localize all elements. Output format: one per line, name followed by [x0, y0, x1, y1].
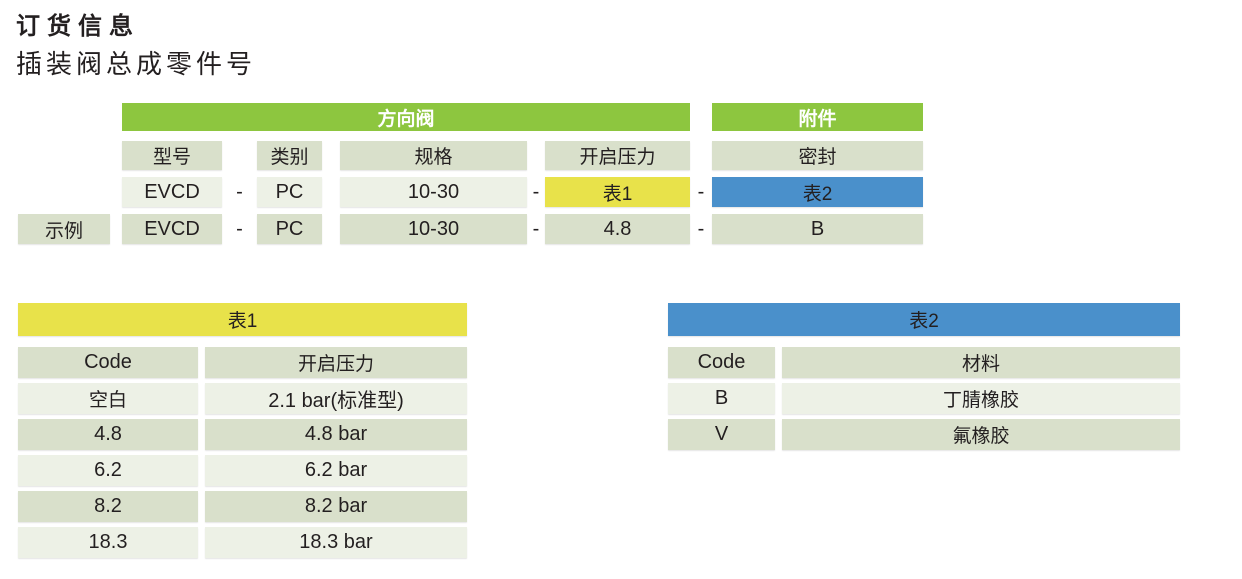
table1-row-code: 空白 [18, 383, 198, 414]
column-header-model: 型号 [122, 141, 222, 170]
table-header-row: Code 材料 [668, 347, 1180, 378]
table1-title: 表1 [18, 303, 467, 336]
code-row-category: PC [257, 177, 322, 207]
column-header-cracking-pressure: 开启压力 [545, 141, 690, 170]
table1-row-value: 2.1 bar(标准型) [205, 383, 467, 414]
table2-seal-material: 表2 Code 材料 B 丁腈橡胶 V 氟橡胶 [668, 303, 1180, 455]
column-header-seal: 密封 [712, 141, 923, 170]
page-title: 订货信息 [16, 13, 140, 40]
table1-row-code: 8.2 [18, 491, 198, 522]
column-header-category: 类别 [257, 141, 322, 170]
column-header-size: 规格 [340, 141, 527, 170]
table-row: 18.3 18.3 bar [18, 527, 467, 558]
example-row-category: PC [257, 214, 322, 244]
table1-cracking-pressure: 表1 Code 开启压力 空白 2.1 bar(标准型) 4.8 4.8 bar… [18, 303, 467, 563]
table2-header-value: 材料 [782, 347, 1180, 378]
code-row-size: 10-30 [340, 177, 527, 207]
table-row: 空白 2.1 bar(标准型) [18, 383, 467, 414]
table1-row-value: 6.2 bar [205, 455, 467, 486]
table1-row-code: 18.3 [18, 527, 198, 558]
separator-dash: - [236, 180, 243, 203]
code-row-seal-table2-ref: 表2 [712, 177, 923, 207]
separator-dash: - [697, 180, 705, 203]
table-row: 4.8 4.8 bar [18, 419, 467, 450]
table-row: 8.2 8.2 bar [18, 491, 467, 522]
page-subtitle: 插装阀总成零件号 [16, 50, 257, 79]
example-row-label: 示例 [18, 214, 110, 244]
table2-row-value: 氟橡胶 [782, 419, 1180, 450]
group-header-directional-valve: 方向阀 [122, 103, 690, 131]
table2-row-value: 丁腈橡胶 [782, 383, 1180, 414]
table-row: V 氟橡胶 [668, 419, 1180, 450]
separator-dash: - [532, 217, 540, 240]
separator-dash: - [236, 217, 243, 240]
table2-header-code: Code [668, 347, 775, 378]
table1-row-value: 8.2 bar [205, 491, 467, 522]
table2-row-code: V [668, 419, 775, 450]
group-header-accessories: 附件 [712, 103, 923, 131]
table-row: B 丁腈橡胶 [668, 383, 1180, 414]
code-row-model: EVCD [122, 177, 222, 207]
table-header-row: Code 开启压力 [18, 347, 467, 378]
table1-row-code: 4.8 [18, 419, 198, 450]
example-row-seal: B [712, 214, 923, 244]
table2-title: 表2 [668, 303, 1180, 336]
example-row-cracking-pressure: 4.8 [545, 214, 690, 244]
table1-row-value: 4.8 bar [205, 419, 467, 450]
table1-row-value: 18.3 bar [205, 527, 467, 558]
example-row-model: EVCD [122, 214, 222, 244]
table2-row-code: B [668, 383, 775, 414]
table1-row-code: 6.2 [18, 455, 198, 486]
separator-dash: - [697, 217, 705, 240]
table1-header-code: Code [18, 347, 198, 378]
separator-dash: - [532, 180, 540, 203]
example-row-size: 10-30 [340, 214, 527, 244]
table-row: 6.2 6.2 bar [18, 455, 467, 486]
code-row-cracking-pressure-table1-ref: 表1 [545, 177, 690, 207]
table1-header-value: 开启压力 [205, 347, 467, 378]
